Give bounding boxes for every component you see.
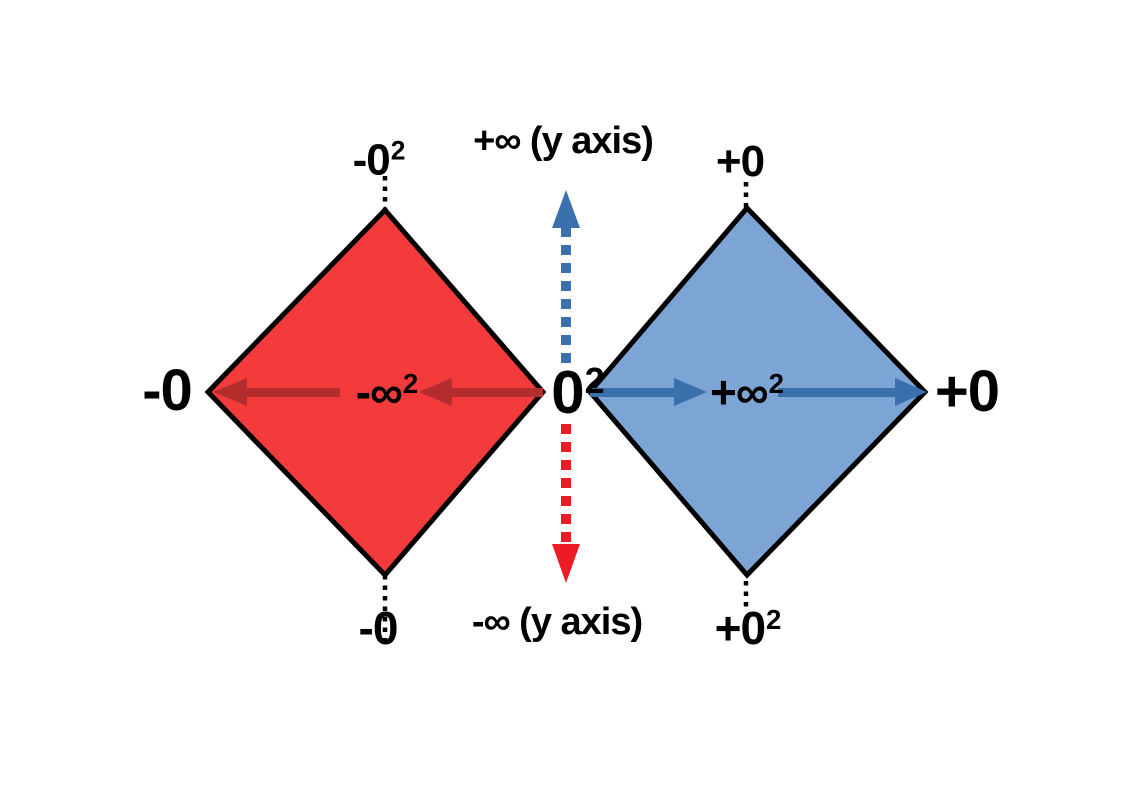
label-center-zero-squared: 02 bbox=[551, 363, 604, 423]
label-center-base: 0 bbox=[551, 359, 584, 426]
label-axis-bottom: -∞ (y axis) bbox=[471, 601, 643, 643]
label-right-bottom-base: +0 bbox=[714, 602, 766, 654]
label-left-top-base: -0 bbox=[352, 135, 391, 185]
label-right-top-base: +0 bbox=[715, 137, 765, 186]
right-long-arrow-icon bbox=[778, 378, 927, 406]
label-axis-top: +∞ (y axis) bbox=[473, 120, 654, 162]
label-left-bottom: -0 bbox=[358, 602, 399, 654]
label-right-bottom-sup: 2 bbox=[766, 603, 782, 635]
label-right-outer-base: +0 bbox=[934, 359, 1000, 424]
label-axis-bottom-base: -∞ (y axis) bbox=[471, 601, 643, 643]
label-left-top: -02 bbox=[353, 138, 406, 183]
label-right-center-base: +∞ bbox=[709, 366, 769, 418]
right-short-arrow-icon bbox=[590, 378, 707, 406]
label-center-sup: 2 bbox=[584, 360, 605, 402]
down-arrow-head-icon bbox=[552, 544, 580, 583]
label-left-bottom-base: -0 bbox=[358, 602, 399, 654]
label-right-center: +∞2 bbox=[710, 369, 784, 415]
right-blue-diamond bbox=[586, 204, 929, 579]
label-left-outer-base: -0 bbox=[142, 358, 193, 423]
label-right-outer: +0 bbox=[935, 363, 1000, 421]
up-arrow-head-icon bbox=[552, 190, 580, 228]
label-axis-top-base: +∞ (y axis) bbox=[473, 120, 654, 162]
label-left-center: -∞2 bbox=[356, 369, 418, 415]
label-left-center-sup: 2 bbox=[402, 367, 419, 399]
label-left-outer: -0 bbox=[142, 362, 193, 420]
label-right-bottom: +02 bbox=[715, 605, 782, 651]
label-left-top-sup: 2 bbox=[390, 135, 406, 166]
left-long-arrow-icon bbox=[213, 378, 340, 406]
label-left-center-base: -∞ bbox=[355, 366, 403, 418]
label-right-top: +0 bbox=[715, 137, 765, 186]
left-red-diamond bbox=[204, 206, 547, 579]
left-short-arrow-icon bbox=[419, 378, 543, 406]
label-right-center-sup: 2 bbox=[768, 367, 785, 399]
